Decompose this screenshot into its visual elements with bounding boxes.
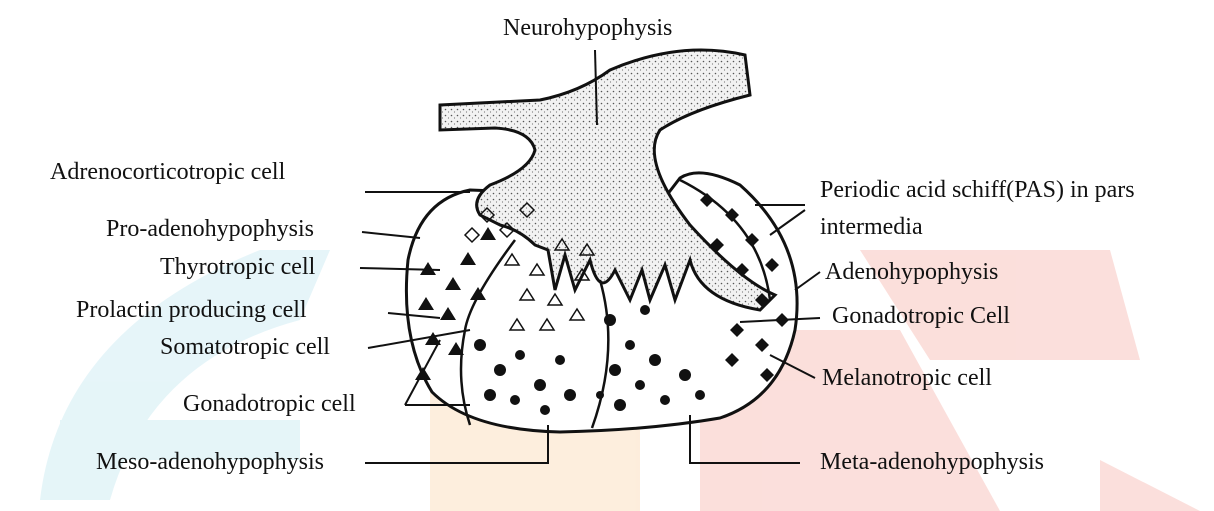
label-neurohypophysis: Neurohypophysis bbox=[503, 14, 672, 42]
label-adrenocorticotropic-cell: Adrenocorticotropic cell bbox=[50, 158, 285, 186]
label-pro-adenohypophysis: Pro-adenohypophysis bbox=[106, 215, 314, 243]
label-prolactin-producing-cell: Prolactin producing cell bbox=[76, 296, 307, 324]
label-gonadotropic-cell-right: Gonadotropic Cell bbox=[832, 302, 1010, 330]
label-thyrotropic-cell: Thyrotropic cell bbox=[160, 253, 315, 281]
label-melanotropic-cell: Melanotropic cell bbox=[822, 364, 992, 392]
label-pas-line1: Periodic acid schiff(PAS) in pars bbox=[820, 176, 1135, 204]
label-meso-adenohypophysis: Meso-adenohypophysis bbox=[96, 448, 324, 476]
label-meta-adenohypophysis: Meta-adenohypophysis bbox=[820, 448, 1044, 476]
label-gonadotropic-cell-left: Gonadotropic cell bbox=[183, 390, 356, 418]
label-adenohypophysis: Adenohypophysis bbox=[825, 258, 998, 286]
label-somatotropic-cell: Somatotropic cell bbox=[160, 333, 330, 361]
label-pas-line2: intermedia bbox=[820, 213, 923, 241]
